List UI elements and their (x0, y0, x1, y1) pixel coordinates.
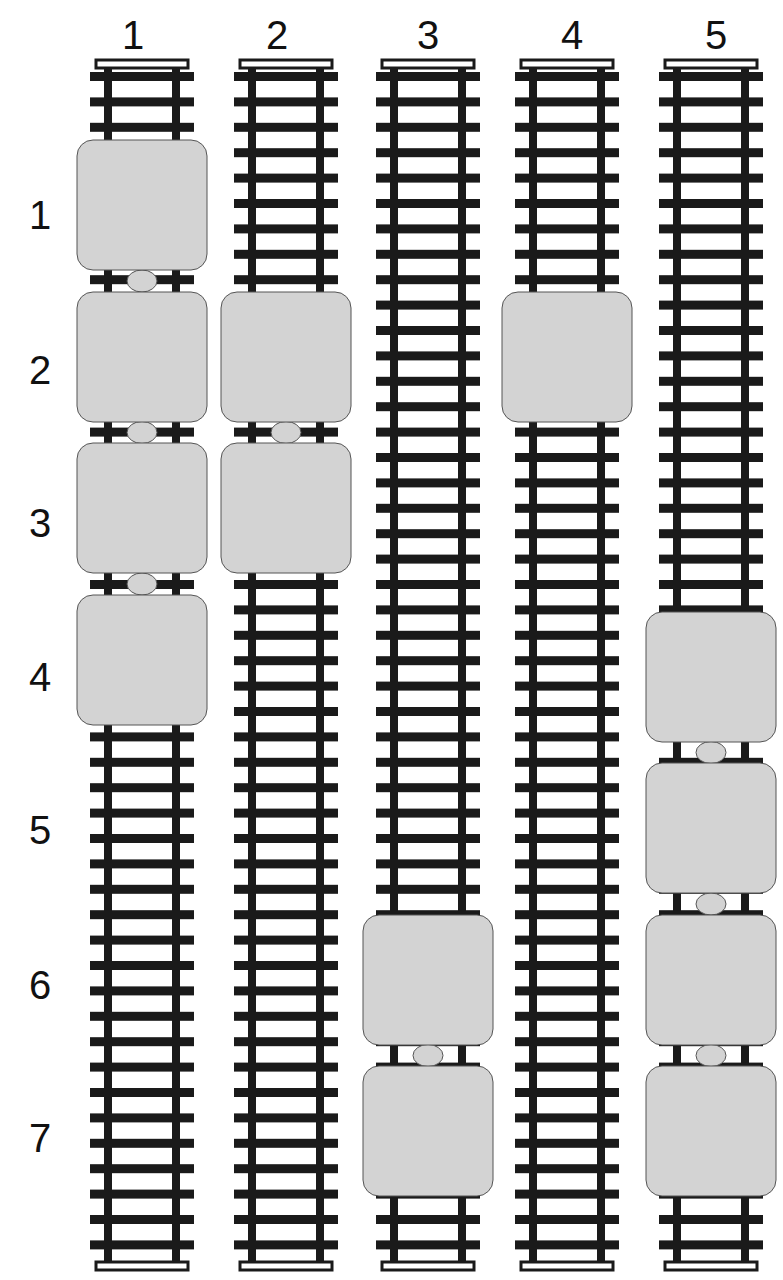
track-end (665, 60, 757, 68)
train-car (646, 915, 776, 1045)
coupler (127, 270, 157, 292)
track-end (96, 60, 188, 68)
coupler (696, 1045, 726, 1067)
coupler (696, 742, 726, 764)
track-rail (248, 60, 256, 1270)
column-number: 2 (266, 15, 288, 55)
train (502, 292, 632, 422)
track-end (96, 1262, 188, 1270)
column-number: 4 (561, 15, 583, 55)
train-car (363, 1066, 493, 1196)
track-rail (316, 60, 324, 1270)
row-number: 2 (29, 350, 51, 390)
train-car (221, 292, 351, 422)
track-end (521, 60, 613, 68)
railway-track (234, 60, 338, 1270)
track-rail (529, 60, 537, 1270)
train-car (646, 1066, 776, 1196)
track-end (240, 60, 332, 68)
train-car (77, 140, 207, 270)
column-number: 1 (122, 15, 144, 55)
row-number: 3 (29, 503, 51, 543)
railway-track (515, 60, 619, 1270)
train (363, 915, 493, 1196)
train-car (646, 612, 776, 742)
column-number: 5 (705, 15, 727, 55)
track-rail (597, 60, 605, 1270)
row-number: 6 (29, 965, 51, 1005)
train-car (363, 915, 493, 1045)
track-end (240, 1262, 332, 1270)
column-number: 3 (417, 15, 439, 55)
train-car (502, 292, 632, 422)
coupler (127, 573, 157, 595)
train (221, 292, 351, 573)
row-number: 4 (29, 657, 51, 697)
row-number: 7 (29, 1118, 51, 1158)
train-car (77, 595, 207, 725)
train (77, 140, 207, 725)
train-car (221, 443, 351, 573)
track-end (521, 1262, 613, 1270)
coupler (413, 1045, 443, 1067)
train-car (77, 292, 207, 422)
track-end (382, 60, 474, 68)
train (646, 612, 776, 1196)
coupler (271, 422, 301, 444)
train-car (77, 443, 207, 573)
coupler (127, 422, 157, 444)
track-end (382, 1262, 474, 1270)
row-number: 1 (29, 195, 51, 235)
track-end (665, 1262, 757, 1270)
row-number: 5 (29, 810, 51, 850)
train-car (646, 763, 776, 893)
coupler (696, 893, 726, 915)
